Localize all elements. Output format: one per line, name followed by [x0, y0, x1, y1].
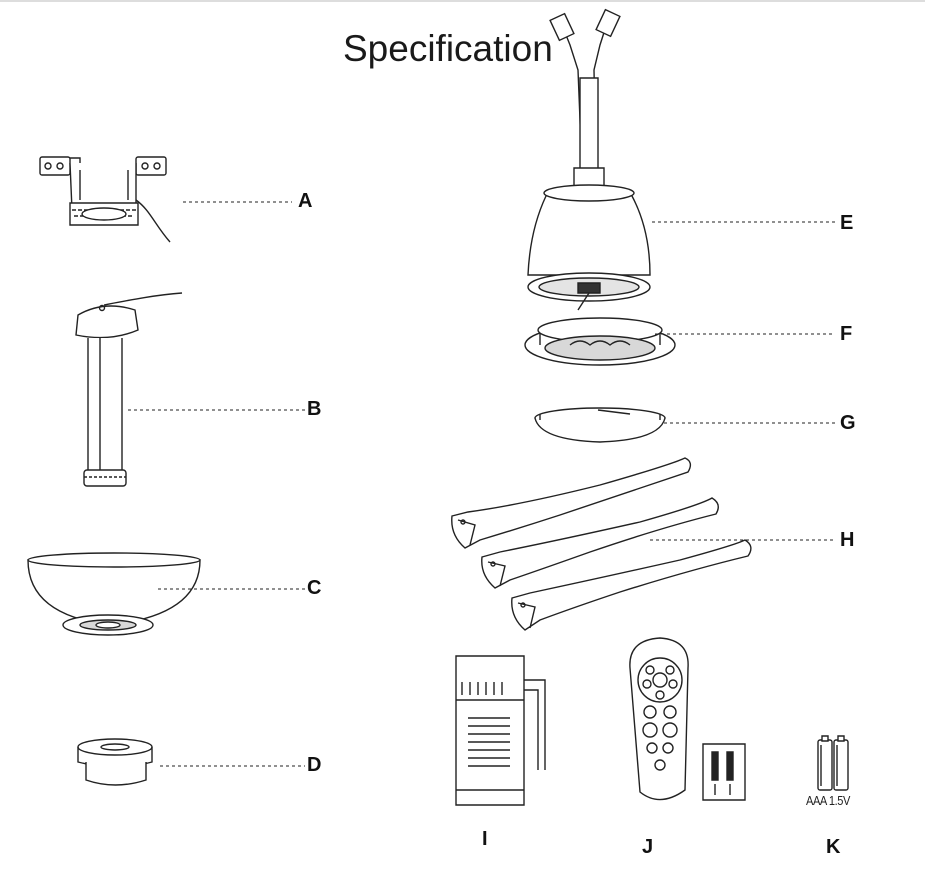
part-e-motor-housing [528, 10, 650, 310]
label-i: I [482, 828, 488, 850]
part-b-downrod [76, 293, 182, 486]
part-j-remote [630, 638, 688, 800]
remote-holder [703, 744, 745, 800]
blade-2 [482, 498, 718, 588]
label-j: J [642, 836, 654, 858]
part-g-light-cover [535, 408, 665, 442]
part-d-coupling-cover [78, 739, 152, 785]
blade-1 [452, 458, 691, 548]
page-title: Specification [343, 28, 553, 69]
leader-lines [128, 202, 835, 766]
part-k-batteries [818, 736, 848, 790]
label-h: H [840, 529, 855, 551]
label-g: G [840, 412, 856, 434]
part-i-receiver [456, 656, 545, 805]
label-e: E [840, 212, 854, 234]
label-k: K [826, 836, 841, 858]
part-a-mounting-bracket [40, 157, 170, 242]
battery-label: AAA 1.5V [806, 793, 850, 808]
part-f-light-kit [525, 318, 675, 365]
part-h-blades [452, 458, 751, 630]
label-b: B [307, 398, 322, 420]
part-c-canopy [28, 553, 200, 635]
label-a: A [298, 190, 313, 212]
label-c: C [307, 577, 322, 599]
label-f: F [840, 323, 853, 345]
blade-3 [512, 540, 751, 630]
label-d: D [307, 754, 322, 776]
